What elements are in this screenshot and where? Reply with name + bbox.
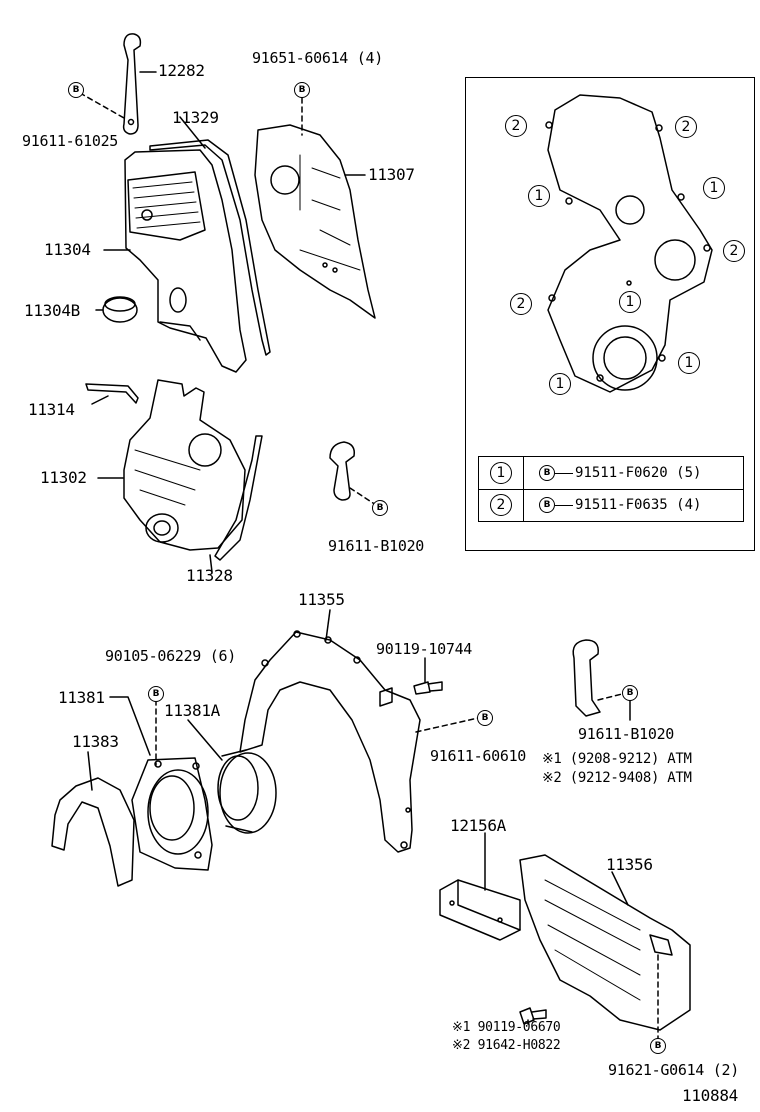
legend-key-cell: 2: [479, 489, 524, 521]
part-label-91621-G0614: 91621-G0614 (2): [608, 1061, 739, 1079]
legend-key: 1: [490, 462, 512, 484]
bolt-icon: [413, 681, 443, 695]
end-plate-11355-icon: [239, 630, 421, 853]
part-label-11381A: 11381A: [164, 701, 220, 720]
bolt-b-icon: B: [294, 82, 310, 98]
inset-cover-outline-icon: [545, 94, 713, 393]
bolt-legend-table: 1 B 91511-F0620 (5) 2 B 91511-F0635 (4): [478, 456, 744, 522]
bolt-b-icon: B: [539, 497, 555, 513]
seal-retainer-11381-icon: [131, 757, 213, 871]
part-label-91611-B1020-a: 91611-B1020: [328, 537, 425, 555]
timing-cover-lower-11302-icon: [123, 379, 246, 551]
part-label-91611-61025: 91611-61025: [22, 132, 119, 150]
part-label-11302: 11302: [40, 468, 87, 487]
legend-key-cell: 1: [479, 457, 524, 489]
inset-marker: 1: [619, 291, 641, 313]
part-label-11314: 11314: [28, 400, 75, 419]
part-label-11381: 11381: [58, 688, 105, 707]
leader-dashed: [79, 92, 125, 119]
part-label-12282: 12282: [158, 61, 205, 80]
legend-row: 1 B 91511-F0620 (5): [479, 457, 743, 490]
bolt-b-icon: B: [148, 686, 164, 702]
legend-part: 91511-F0635 (4): [575, 497, 702, 513]
legend-part: 91511-F0620 (5): [575, 465, 702, 481]
part-label-90105-06229: 90105-06229 (6): [105, 647, 236, 665]
part-label-91611-60610: 91611-60610: [430, 747, 527, 765]
bolt-b-icon: B: [622, 685, 638, 701]
inset-marker: 2: [505, 115, 527, 137]
part-label-11304B: 11304B: [24, 301, 80, 320]
part-label-90119-06670: ※1 90119-06670: [452, 1020, 561, 1035]
part-label-90119-10744: 90119-10744: [376, 640, 473, 658]
hook-bracket-icon: [329, 441, 356, 501]
inset-marker: 1: [528, 185, 550, 207]
part-label-11307: 11307: [368, 165, 415, 184]
inset-marker: 1: [549, 373, 571, 395]
legend-key: 2: [490, 494, 512, 516]
bolt-b-icon: B: [477, 710, 493, 726]
part-label-11304: 11304: [44, 240, 91, 259]
engine-hanger-12282-icon: [122, 33, 157, 135]
part-label-11355: 11355: [298, 590, 345, 609]
bolt-b-icon: B: [372, 500, 388, 516]
part-label-11328: 11328: [186, 566, 233, 585]
legend-row: 2 B 91511-F0635 (4): [479, 489, 743, 521]
timing-plate-11307-icon: [254, 124, 376, 319]
inset-marker: 2: [510, 293, 532, 315]
figure-number: 110884: [682, 1086, 738, 1105]
oil-seal-11381A-icon: [219, 752, 277, 834]
leader-line: [179, 116, 206, 149]
inset-box: [465, 77, 755, 551]
gasket-11329-icon: [149, 139, 271, 356]
part-label-91642-H0822: ※2 91642-H0822: [452, 1038, 561, 1053]
leader-line: [555, 473, 573, 474]
bolt-b-icon: B: [68, 82, 84, 98]
part-label-11383: 11383: [72, 732, 119, 751]
part-label-11356: 11356: [606, 855, 653, 874]
inset-marker: 2: [675, 116, 697, 138]
inset-marker: 1: [703, 177, 725, 199]
guide-11314-icon: [85, 383, 139, 404]
leader-line: [555, 505, 573, 506]
applicability-note-1: ※1 (9208-9212) ATM: [542, 751, 692, 767]
part-label-12156A: 12156A: [450, 816, 506, 835]
bolt-b-icon: B: [650, 1038, 666, 1054]
clutch-cover-11356-icon: [519, 854, 691, 1031]
part-label-91611-B1020-b: 91611-B1020: [578, 725, 675, 743]
hook-bracket-2-icon: [572, 639, 601, 717]
gasket-11383-icon: [51, 777, 135, 887]
part-label-91651-60614: 91651-60614 (4): [252, 49, 383, 67]
timing-cover-upper-11304-icon: [124, 149, 247, 373]
bolt-2-icon: [519, 1007, 547, 1025]
heat-shield-12156A-icon: [439, 879, 521, 941]
inset-marker: 1: [678, 352, 700, 374]
part-label-11329: 11329: [172, 108, 219, 127]
plug-11304B-icon: [102, 297, 138, 323]
gasket-11328-icon: [214, 435, 263, 561]
bolt-b-icon: B: [539, 465, 555, 481]
inset-marker: 2: [723, 240, 745, 262]
applicability-note-2: ※2 (9212-9408) ATM: [542, 770, 692, 786]
